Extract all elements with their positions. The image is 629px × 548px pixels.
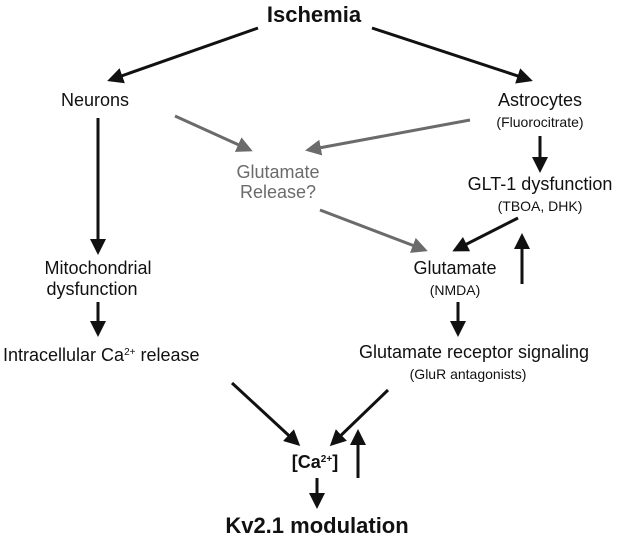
ca-release-superscript: 2+ (124, 347, 136, 358)
node-glt1: GLT-1 dysfunction (467, 174, 613, 194)
node-glutamate: Glutamate (413, 258, 497, 278)
arrow-astrocytes-to-glutamate-release (305, 118, 471, 156)
node-glur-signaling: Glutamate receptor signaling (358, 342, 590, 362)
ca-release-suffix: release (135, 345, 200, 365)
node-ca: [Ca2+] (292, 452, 338, 473)
ca-superscript: 2+ (320, 454, 333, 465)
arrow-glt1-to-glutamate (452, 216, 519, 252)
node-glutamate-release-line2: Release? (239, 182, 317, 202)
arrow-release-to-glutamate (319, 208, 428, 253)
node-glutamate-note: (NMDA) (429, 282, 481, 298)
node-intracellular-ca-release: Intracellular Ca2+ release (3, 345, 200, 366)
node-neurons: Neurons (60, 90, 130, 110)
ca-release-prefix: Intracellular Ca (3, 345, 125, 365)
node-glt1-note: (TBOA, DHK) (497, 198, 583, 214)
arrow-glur-to-ca (329, 388, 390, 447)
ca-prefix: [Ca (291, 452, 321, 472)
node-astrocytes: Astrocytes (497, 90, 583, 110)
node-kv21-modulation: Kv2.1 modulation (225, 513, 409, 538)
node-ischemia: Ischemia (266, 2, 362, 27)
node-glutamate-release-line1: Glutamate (236, 162, 320, 182)
node-astrocytes-note: (Fluorocitrate) (496, 114, 584, 130)
arrow-ischemia-to-astrocytes (371, 26, 533, 84)
arrow-ca-release-to-ca (230, 381, 301, 447)
node-glur-note: (GluR antagonists) (409, 366, 527, 382)
arrow-ischemia-to-neurons (107, 26, 259, 84)
node-mito-line1: Mitochondrial (44, 258, 152, 278)
arrow-neurons-to-glutamate-release (174, 114, 253, 152)
node-mito-line2: dysfunction (46, 279, 138, 299)
ca-suffix: ] (332, 452, 339, 472)
